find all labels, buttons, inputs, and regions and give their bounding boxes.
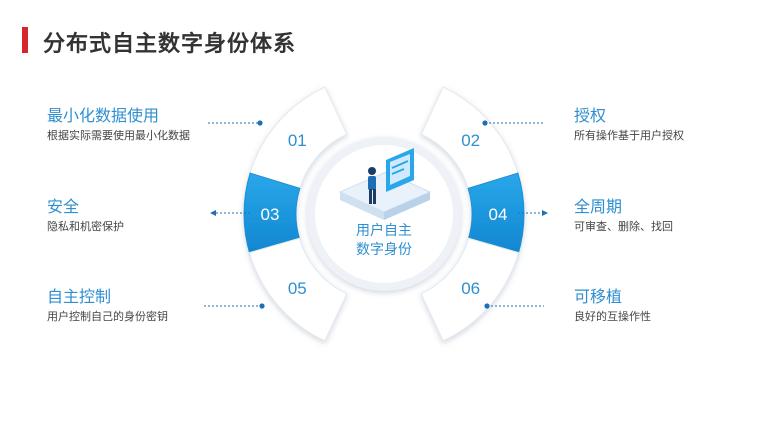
ring-segment-06: [420, 237, 520, 342]
item-title: 全周期: [574, 197, 623, 216]
segment-number-03: 03: [261, 205, 280, 224]
item-desc: 隐私和机密保护: [47, 220, 124, 233]
ring-segment-03: [243, 172, 301, 256]
segment-number-01: 01: [288, 131, 307, 150]
item-full-lifecycle: 全周期 可审查、删除、找回: [574, 197, 673, 235]
item-title: 自主控制: [47, 287, 112, 306]
segment-number-04: 04: [489, 205, 508, 224]
item-title: 授权: [574, 106, 607, 125]
item-portability: 可移植 良好的互操作性: [574, 287, 651, 325]
item-min-data: 最小化数据使用 根据实际需要使用最小化数据: [47, 106, 190, 144]
item-desc: 良好的互操作性: [574, 310, 651, 323]
item-authorization: 授权 所有操作基于用户授权: [574, 106, 684, 144]
center-label-line2: 数字身份: [356, 242, 412, 258]
title-accent-bar: [22, 27, 28, 53]
item-title: 可移植: [574, 287, 623, 306]
item-desc: 所有操作基于用户授权: [574, 129, 684, 142]
item-title: 最小化数据使用: [47, 106, 160, 125]
ring-segment-01: [248, 86, 348, 191]
item-desc: 用户控制自己的身份密钥: [47, 310, 168, 323]
item-security: 安全 隐私和机密保护: [47, 197, 124, 235]
center-label: 用户自主 数字身份: [332, 222, 436, 260]
segment-number-05: 05: [288, 279, 307, 298]
page-title: 分布式自主数字身份体系: [43, 32, 297, 57]
item-self-control: 自主控制 用户控制自己的身份密钥: [47, 287, 168, 325]
segment-number-02: 02: [461, 131, 480, 150]
segment-number-06: 06: [461, 279, 480, 298]
user-screen-illustration: [338, 148, 432, 220]
ring-segment-05: [248, 237, 348, 342]
item-desc: 根据实际需要使用最小化数据: [47, 129, 190, 142]
connector-lines: [202, 120, 548, 309]
item-title: 安全: [47, 197, 80, 216]
item-desc: 可审查、删除、找回: [574, 220, 673, 233]
center-label-line1: 用户自主: [356, 223, 412, 239]
